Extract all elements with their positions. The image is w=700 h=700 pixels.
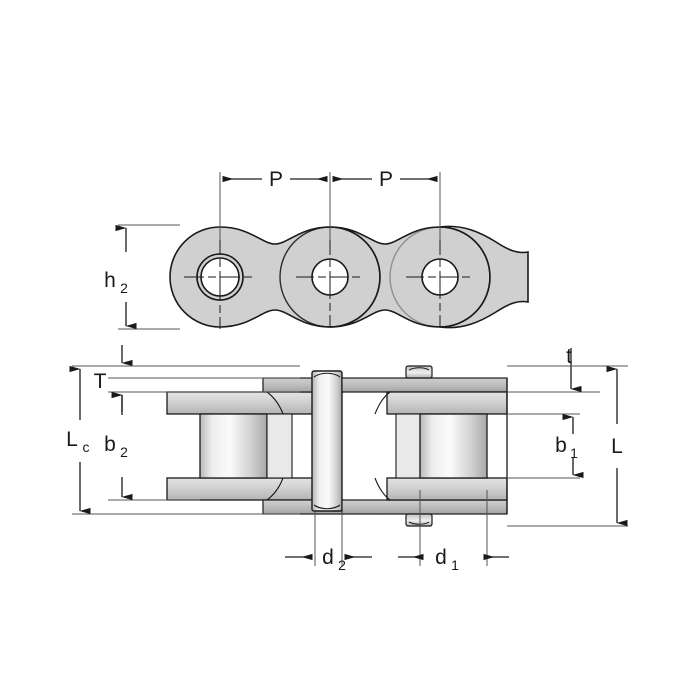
pin-head-top-right-cap bbox=[408, 367, 430, 371]
outer-plate-lower-right-rear bbox=[341, 499, 508, 515]
dimension-b1-group: b 1 bbox=[507, 413, 584, 479]
plate-seam-right bbox=[389, 226, 441, 328]
roller-right bbox=[419, 413, 488, 479]
dim-label-d1: d bbox=[435, 546, 447, 569]
chain-plate-break-end bbox=[439, 225, 529, 329]
pin-centre bbox=[311, 370, 343, 512]
pin-head-bottom-right-cap bbox=[408, 521, 430, 525]
dim-label-d2: d bbox=[322, 546, 334, 569]
dim-label-P2: P bbox=[379, 168, 393, 191]
plate-break-lower-left bbox=[266, 477, 284, 501]
plate-break-upper-left bbox=[266, 391, 284, 415]
bushing-left bbox=[266, 413, 293, 479]
dim-sub-d1: 1 bbox=[451, 557, 459, 573]
dim-label-b2: b bbox=[104, 433, 116, 456]
dim-label-L: L bbox=[611, 435, 623, 458]
bushing-right bbox=[395, 413, 421, 479]
dim-sub-Lc: c bbox=[83, 439, 90, 455]
inner-plate-lower-left bbox=[166, 477, 336, 501]
outer-plate-upper-right-rear bbox=[341, 377, 508, 393]
dimension-d2-group: d 2 bbox=[285, 512, 372, 573]
dimension-L-group: L bbox=[507, 365, 628, 527]
dimension-pitch-group: P P bbox=[219, 168, 441, 240]
dim-sub-d2: 2 bbox=[338, 557, 346, 573]
dimension-d1-group: d 1 bbox=[398, 490, 509, 573]
pin-centre-bottom-cap bbox=[313, 504, 341, 510]
plate-break-lower-right bbox=[374, 477, 391, 501]
roller-left bbox=[199, 413, 268, 479]
pin-centre-top-cap bbox=[313, 372, 341, 378]
inner-plate-lower-right bbox=[386, 477, 508, 501]
dim-label-b1: b bbox=[555, 434, 567, 457]
dim-label-h2: h bbox=[104, 269, 116, 292]
dim-sub-h2: 2 bbox=[120, 280, 128, 296]
dim-label-T: T bbox=[94, 370, 107, 393]
inner-plate-upper-right bbox=[386, 391, 508, 415]
side-section-view-of-chain bbox=[166, 365, 508, 527]
plate-seam-left bbox=[279, 226, 331, 328]
plate-break-upper-right bbox=[374, 391, 391, 415]
dimension-Lc-group: L c bbox=[66, 365, 300, 515]
dimension-h2-group: h 2 bbox=[104, 224, 180, 330]
dim-sub-b1: 1 bbox=[570, 445, 578, 461]
dimension-b2-group: b 2 bbox=[104, 391, 200, 501]
dim-label-Lc: L bbox=[66, 428, 78, 451]
dim-sub-b2: 2 bbox=[120, 444, 128, 460]
inner-plate-upper-left bbox=[166, 391, 336, 415]
dim-label-t: t bbox=[566, 345, 572, 368]
plan-view-of-chain-plates bbox=[169, 225, 529, 329]
dim-label-P1: P bbox=[269, 168, 283, 191]
